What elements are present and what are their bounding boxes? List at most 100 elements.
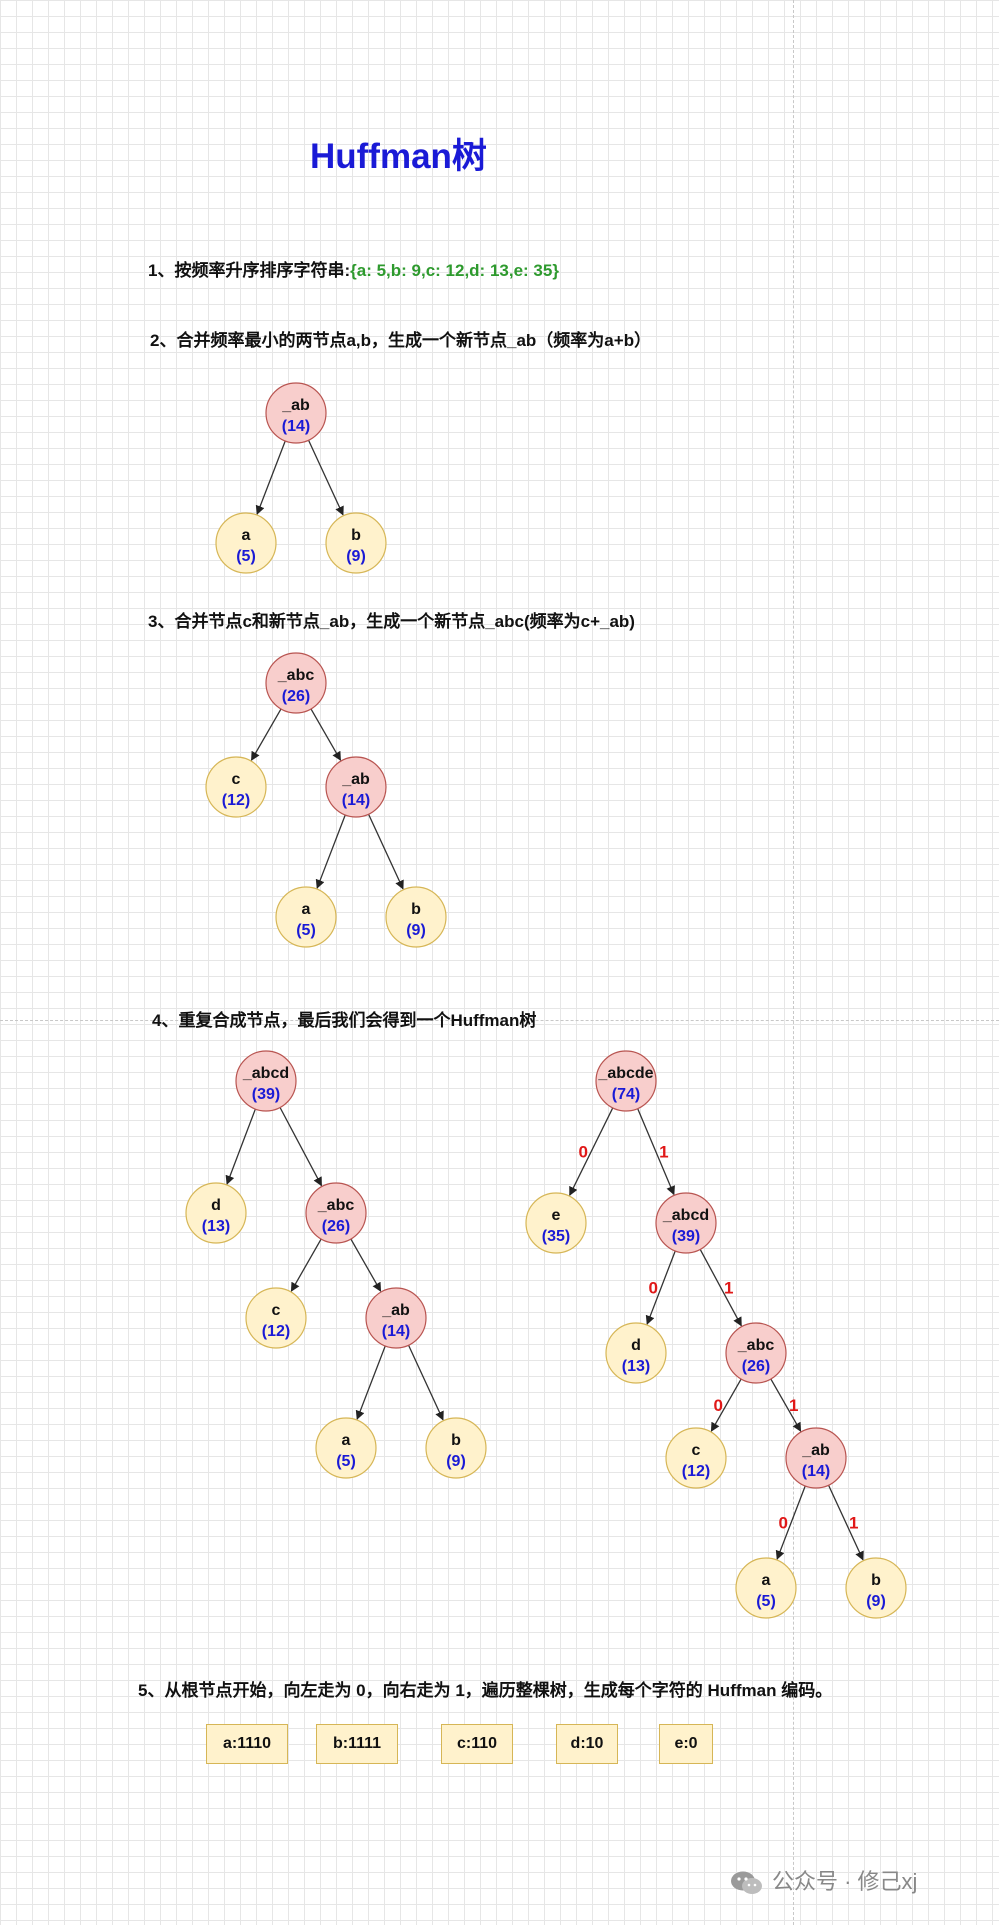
node-abcd: _abcd(39) bbox=[655, 1192, 717, 1254]
edge-abc-c bbox=[290, 1238, 322, 1292]
node-circle bbox=[655, 1192, 717, 1254]
node-char-label: a bbox=[302, 901, 311, 918]
node-abcde: _abcde(74) bbox=[595, 1050, 657, 1112]
edge-label-abc-ab: 1 bbox=[789, 1396, 798, 1415]
node-circle bbox=[275, 886, 337, 948]
node-char-label: _abc bbox=[277, 667, 315, 684]
guide-line-horizontal bbox=[0, 1020, 999, 1021]
tree-step-3: _abc(26)c(12)_ab(14)a(5)b(9) bbox=[205, 652, 447, 948]
edge-abc-ab bbox=[350, 1238, 382, 1292]
edge-abcde-abcd bbox=[637, 1108, 675, 1196]
node-circle bbox=[845, 1557, 907, 1619]
edge-label-abc-c: 0 bbox=[714, 1396, 723, 1415]
node-c: c(12) bbox=[665, 1427, 727, 1489]
node-char-label: _abc bbox=[737, 1337, 775, 1354]
edge-ab-b bbox=[827, 1484, 864, 1561]
edge-abcd-abc bbox=[699, 1249, 742, 1327]
node-abc: _abc (26) bbox=[725, 1322, 787, 1384]
node-freq-label: (5) bbox=[756, 1593, 776, 1610]
node-char-label: c bbox=[232, 771, 241, 788]
step-3-text: 3、合并节点c和新节点_ab，生成一个新节点_abc(频率为c+_ab) bbox=[148, 612, 635, 631]
node-char-label: b bbox=[871, 1572, 881, 1589]
node-abc: _abc(26) bbox=[305, 1182, 367, 1244]
edge-label-ab-b: 1 bbox=[849, 1514, 858, 1533]
node-c: c(12) bbox=[205, 756, 267, 818]
tree-step-4-partial: _abcd(39)d(13)_abc(26)c(12)_ab(14)a(5)b(… bbox=[185, 1050, 487, 1479]
code-c: c:110 bbox=[441, 1724, 513, 1764]
node-circle bbox=[215, 512, 277, 574]
node-circle bbox=[315, 1417, 377, 1479]
step-4-text: 4、重复合成节点，最后我们会得到一个Huffman树 bbox=[152, 1011, 537, 1030]
node-char-label: _ab bbox=[281, 397, 310, 414]
node-circle bbox=[385, 886, 447, 948]
node-char-label: a bbox=[342, 1432, 351, 1449]
node-freq-label: (13) bbox=[622, 1358, 650, 1375]
node-char-label: _abcd bbox=[662, 1207, 709, 1224]
node-freq-label: (26) bbox=[742, 1358, 770, 1375]
node-circle bbox=[525, 1192, 587, 1254]
guide-line-vertical bbox=[793, 0, 794, 1925]
node-freq-label: (12) bbox=[682, 1463, 710, 1480]
node-char-label: d bbox=[631, 1337, 641, 1354]
node-char-label: _ab bbox=[381, 1302, 410, 1319]
page-title: Huffman树 bbox=[310, 137, 487, 176]
sorted-sequence: {a: 5,b: 9,c: 12,d: 13,e: 35} bbox=[350, 261, 559, 280]
edge-abcd-d bbox=[645, 1250, 676, 1325]
node-a: a (5) bbox=[275, 886, 337, 948]
step-2-text: 2、合并频率最小的两节点a,b，生成一个新节点_ab（频率为a+b） bbox=[150, 331, 652, 350]
node-freq-label: (14) bbox=[342, 792, 370, 809]
node-circle bbox=[185, 1182, 247, 1244]
edge-label-ab-a: 0 bbox=[778, 1514, 787, 1533]
node-char-label: a bbox=[242, 527, 251, 544]
node-circle bbox=[605, 1322, 667, 1384]
node-freq-label: (14) bbox=[802, 1463, 830, 1480]
edge-label-abcd-d: 0 bbox=[648, 1279, 657, 1298]
wechat-icon bbox=[731, 1871, 762, 1895]
node-circle bbox=[325, 756, 387, 818]
step-5-text: 5、从根节点开始，向左走为 0，向右走为 1，遍历整棵树，生成每个字符的 Huf… bbox=[138, 1681, 833, 1700]
edge-label-abcd-abc: 1 bbox=[724, 1279, 733, 1298]
node-circle bbox=[785, 1427, 847, 1489]
node-c: c(12) bbox=[245, 1287, 307, 1349]
node-circle bbox=[735, 1557, 797, 1619]
node-freq-label: (14) bbox=[382, 1323, 410, 1340]
code-b: b:1111 bbox=[316, 1724, 398, 1764]
node-abc: _abc (26) bbox=[265, 652, 327, 714]
node-b: b(9) bbox=[385, 886, 447, 948]
node-freq-label: (5) bbox=[296, 922, 316, 939]
node-freq-label: (9) bbox=[446, 1453, 466, 1470]
node-freq-label: (74) bbox=[612, 1086, 640, 1103]
node-freq-label: (26) bbox=[322, 1218, 350, 1235]
edge-ab-a bbox=[255, 440, 286, 515]
step-1-text: 1、按频率升序排序字符串:{a: 5,b: 9,c: 12,d: 13,e: 3… bbox=[148, 256, 559, 281]
edge-label-abcde-abcd: 1 bbox=[659, 1143, 668, 1162]
node-b: b(9) bbox=[325, 512, 387, 574]
edge-abc-ab bbox=[770, 1378, 802, 1432]
node-char-label: e bbox=[552, 1207, 561, 1224]
edge-label-abcde-e: 0 bbox=[578, 1143, 587, 1162]
node-ab: _ab(14) bbox=[265, 382, 327, 444]
node-circle bbox=[425, 1417, 487, 1479]
code-a: a:1110 bbox=[206, 1724, 288, 1764]
node-freq-label: (12) bbox=[262, 1323, 290, 1340]
edge-ab-b bbox=[407, 1344, 444, 1421]
node-ab: _ab (14) bbox=[785, 1427, 847, 1489]
node-e: e(35) bbox=[525, 1192, 587, 1254]
code-d: d:10 bbox=[556, 1724, 618, 1764]
node-a: a(5) bbox=[215, 512, 277, 574]
node-abcd: _abcd(39) bbox=[235, 1050, 297, 1112]
code-e: e:0 bbox=[659, 1724, 713, 1764]
node-a: a(5) bbox=[315, 1417, 377, 1479]
node-char-label: _ab bbox=[801, 1442, 830, 1459]
node-char-label: a bbox=[762, 1572, 771, 1589]
edge-abcd-abc bbox=[279, 1107, 323, 1187]
node-circle bbox=[235, 1050, 297, 1112]
node-b: b(9) bbox=[425, 1417, 487, 1479]
node-circle bbox=[595, 1050, 657, 1112]
node-freq-label: (26) bbox=[282, 688, 310, 705]
node-freq-label: (9) bbox=[866, 1593, 886, 1610]
edge-abc-c bbox=[710, 1378, 742, 1432]
node-b: b (9) bbox=[845, 1557, 907, 1619]
